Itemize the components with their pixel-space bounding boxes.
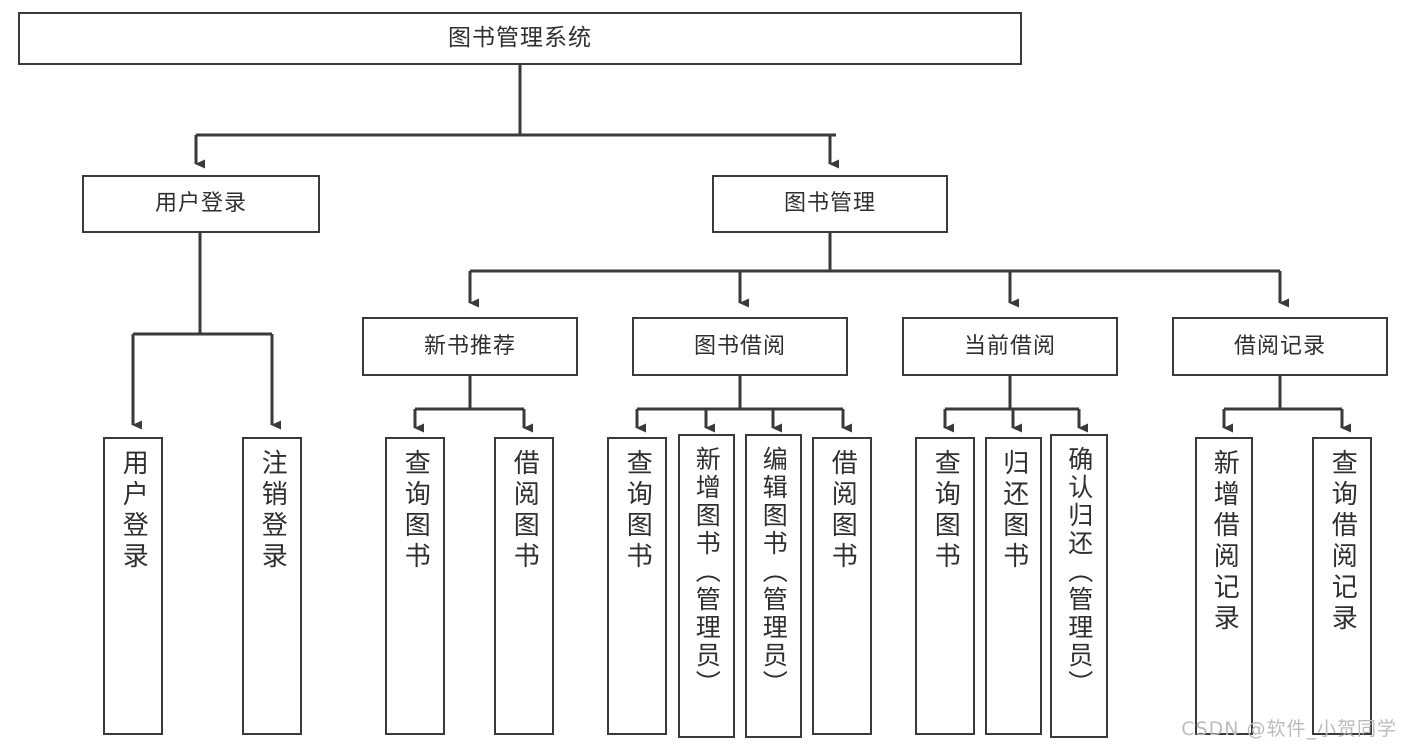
leaf-user-login-login[interactable]: 用户登录 (103, 437, 163, 735)
leaf-user-login-logout[interactable]: 注销登录 (242, 437, 302, 735)
node-user-login-label: 用户登录 (154, 191, 247, 217)
leaf-record-add-record[interactable]: 新增借阅记录 (1195, 437, 1253, 735)
leaf-current-confirm-return-admin[interactable]: 确认归还（管理员） (1050, 434, 1108, 738)
node-book-borrow[interactable]: 图书借阅 (632, 317, 848, 376)
leaf-label: 查询借阅记录 (1327, 449, 1358, 635)
leaf-label: 查询图书 (622, 449, 653, 573)
node-book-management-label: 图书管理 (783, 191, 876, 217)
leaf-label: 查询图书 (400, 449, 431, 573)
node-new-book-recommend[interactable]: 新书推荐 (362, 317, 578, 376)
leaf-label: 新增图书（管理员） (692, 446, 722, 698)
leaf-borrow-add-book-admin[interactable]: 新增图书（管理员） (678, 434, 735, 738)
leaf-label: 新增借阅记录 (1209, 449, 1240, 635)
node-root[interactable]: 图书管理系统 (18, 12, 1022, 65)
node-book-management[interactable]: 图书管理 (712, 175, 948, 233)
leaf-borrow-borrow-book[interactable]: 借阅图书 (812, 437, 872, 735)
leaf-recommend-borrow-book[interactable]: 借阅图书 (494, 437, 554, 735)
leaf-label: 借阅图书 (827, 449, 858, 573)
leaf-borrow-edit-book-admin[interactable]: 编辑图书（管理员） (745, 434, 802, 738)
node-new-book-recommend-label: 新书推荐 (423, 333, 516, 359)
leaf-label: 归还图书 (998, 449, 1029, 573)
node-borrow-record-label: 借阅记录 (1233, 333, 1326, 359)
leaf-label: 用户登录 (118, 449, 149, 573)
node-root-label: 图书管理系统 (448, 24, 592, 51)
leaf-current-query-book[interactable]: 查询图书 (915, 437, 975, 735)
leaf-label: 编辑图书（管理员） (759, 446, 789, 698)
node-current-borrow[interactable]: 当前借阅 (902, 317, 1118, 376)
watermark-text: CSDN @软件_小贺同学 (1181, 718, 1397, 740)
leaf-label: 确认归还（管理员） (1064, 446, 1094, 698)
leaf-label: 注销登录 (257, 449, 288, 573)
leaf-borrow-query-book[interactable]: 查询图书 (607, 437, 667, 735)
leaf-recommend-query-book[interactable]: 查询图书 (385, 437, 445, 735)
node-book-borrow-label: 图书借阅 (693, 333, 786, 359)
leaf-record-query-record[interactable]: 查询借阅记录 (1312, 437, 1372, 735)
node-borrow-record[interactable]: 借阅记录 (1172, 317, 1388, 376)
node-user-login[interactable]: 用户登录 (82, 175, 320, 233)
leaf-current-return-book[interactable]: 归还图书 (985, 437, 1042, 735)
node-current-borrow-label: 当前借阅 (963, 333, 1056, 359)
leaf-label: 查询图书 (930, 449, 961, 573)
leaf-label: 借阅图书 (509, 449, 540, 573)
